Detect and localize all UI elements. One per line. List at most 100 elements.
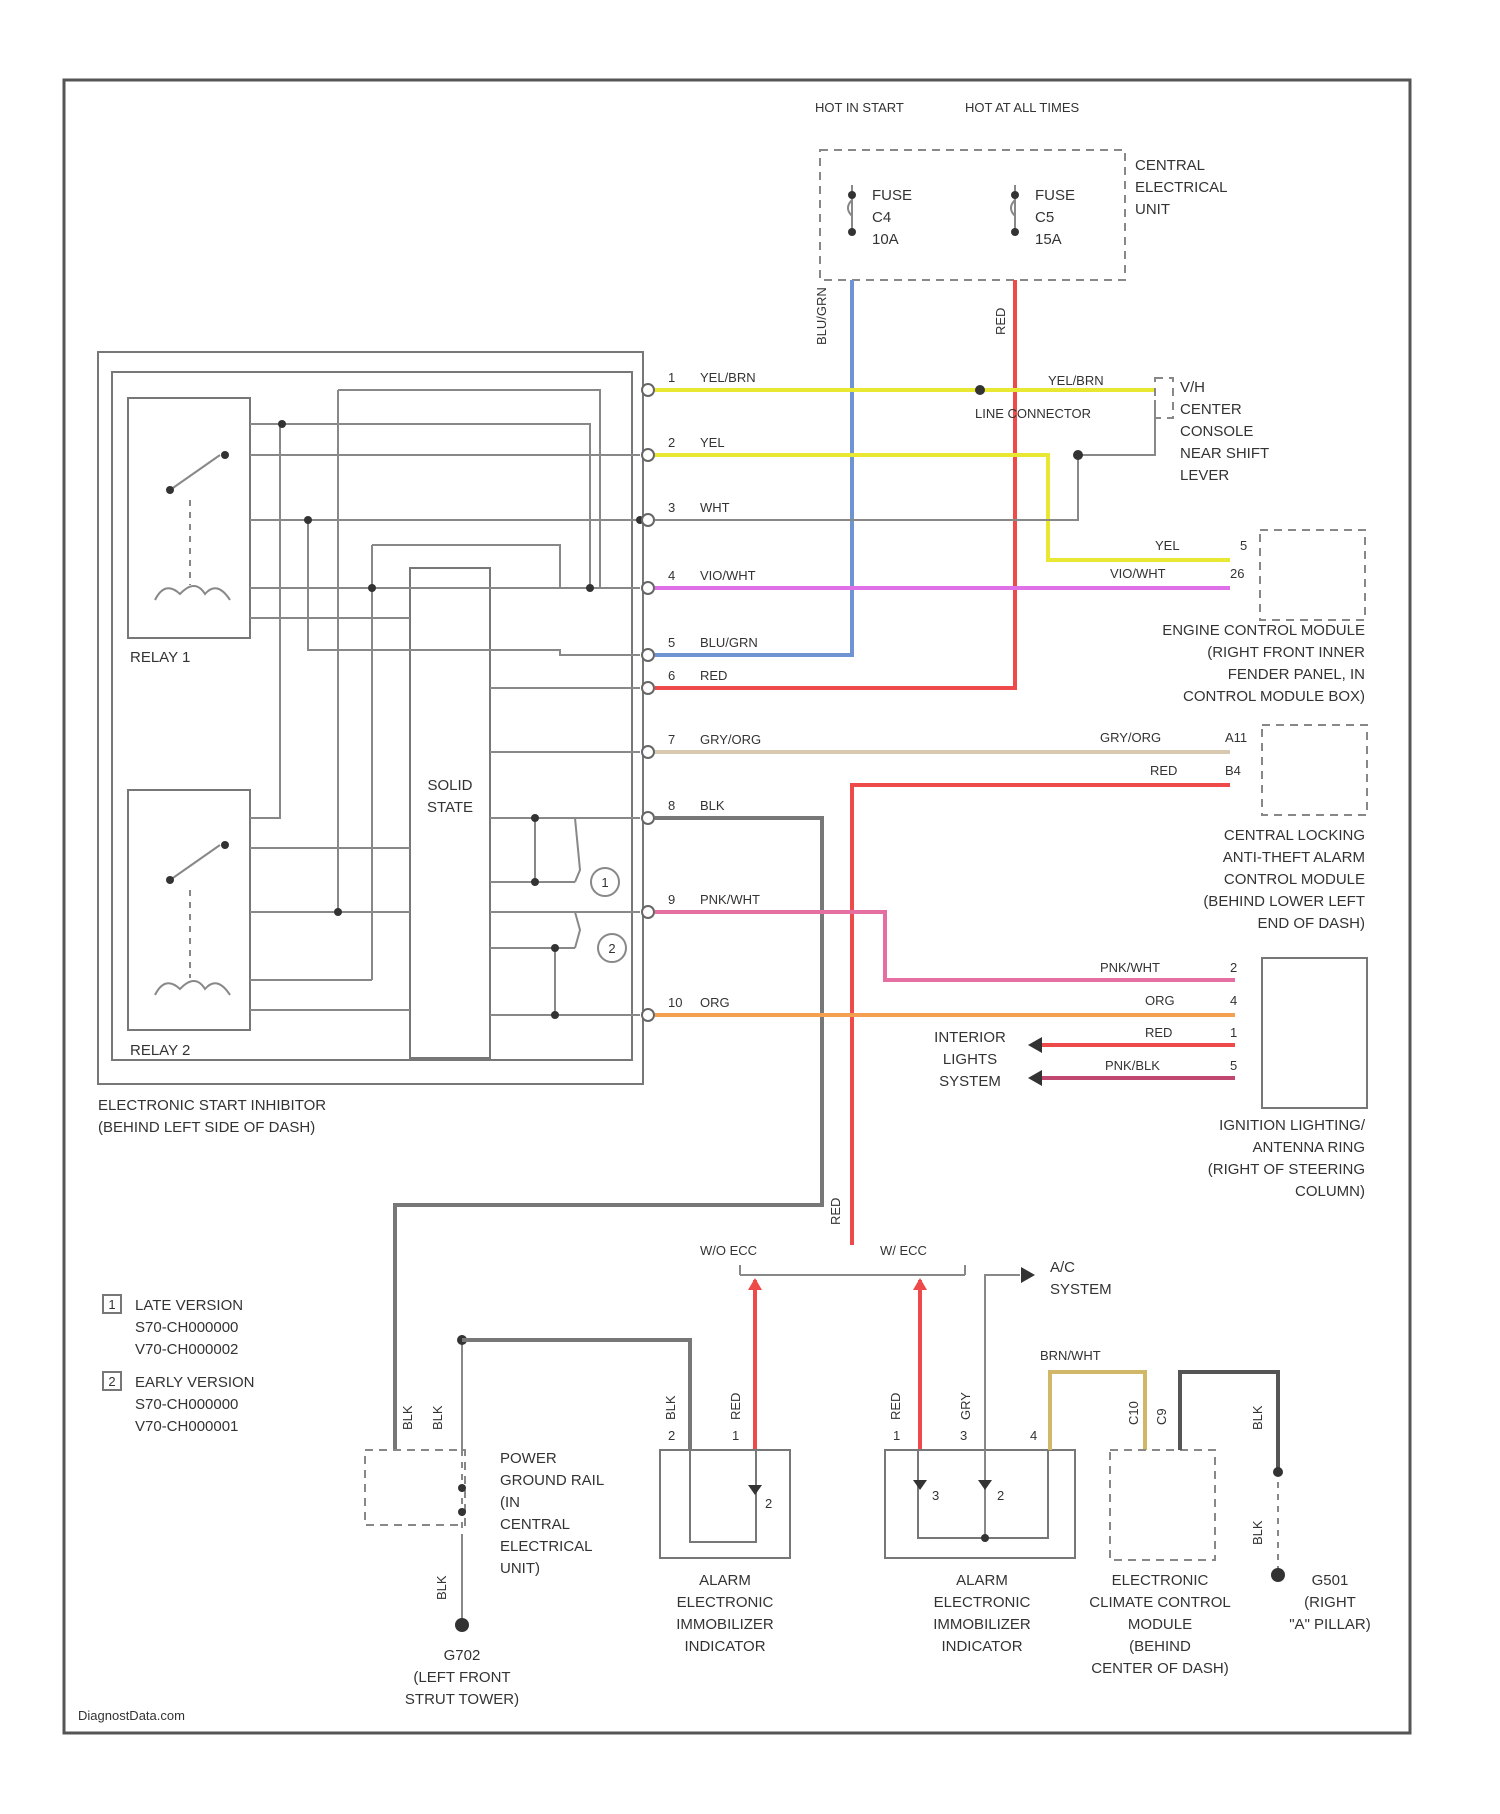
svg-text:1: 1 — [732, 1428, 739, 1443]
pin-number: 1 — [668, 370, 675, 385]
svg-text:2: 2 — [765, 1496, 772, 1511]
pin-number: 5 — [668, 635, 675, 650]
interior-arrow-1 — [1028, 1037, 1042, 1053]
power-ground-rail — [365, 1450, 465, 1525]
wire-pin2 — [655, 455, 1230, 560]
svg-text:RED: RED — [728, 1393, 743, 1420]
pin-number: 6 — [668, 668, 675, 683]
relay-2-label: RELAY 2 — [130, 1042, 190, 1059]
line-connector-label: LINE CONNECTOR — [975, 406, 1091, 421]
red-fuse-wire — [655, 280, 1015, 688]
connector-pin-10 — [642, 1009, 654, 1021]
immobilizer-indicator-2 — [885, 1450, 1075, 1558]
connector-pin-1 — [642, 384, 654, 396]
svg-text:ORG: ORG — [1145, 993, 1175, 1008]
connector-pin-5 — [642, 649, 654, 661]
relay-2 — [128, 790, 250, 1030]
svg-text:2: 2 — [997, 1488, 1004, 1503]
inhibitor-internal-wiring — [250, 390, 644, 1019]
svg-text:1: 1 — [893, 1428, 900, 1443]
splice-w-ecc: W/ ECC — [880, 1243, 927, 1258]
svg-text:RED: RED — [1145, 1025, 1172, 1040]
pin-wire-color-label: BLK — [700, 798, 725, 813]
splice-wo-ecc: W/O ECC — [700, 1243, 757, 1258]
central-locking-module: GRY/ORG A11 RED B4 CENTRAL LOCKINGANTI-T… — [1100, 725, 1367, 932]
svg-text:FUSEC515A: FUSEC515A — [1035, 187, 1075, 248]
engine-control-module: YEL 5 VIO/WHT 26 ENGINE CONTROL MODULE(R… — [1110, 530, 1365, 705]
hot-in-start-label: HOT IN START — [815, 100, 904, 115]
svg-text:YEL: YEL — [1155, 538, 1180, 553]
svg-text:A11: A11 — [1225, 730, 1247, 745]
svg-text:BLK: BLK — [400, 1405, 415, 1430]
g501-ground — [1271, 1568, 1285, 1582]
svg-text:BLK: BLK — [1250, 1405, 1265, 1430]
option-marker-2: 2 — [598, 934, 626, 962]
svg-text:BLK: BLK — [1250, 1520, 1265, 1545]
hot-at-all-times-label: HOT AT ALL TIMES — [965, 100, 1079, 115]
pin-wire-color-label: WHT — [700, 500, 730, 515]
svg-text:5: 5 — [1230, 1058, 1237, 1073]
pin-wire-color-label: VIO/WHT — [700, 568, 756, 583]
pin-number: 7 — [668, 732, 675, 747]
svg-text:C9: C9 — [1154, 1408, 1169, 1425]
pin-number: 4 — [668, 568, 675, 583]
svg-text:PNK/BLK: PNK/BLK — [1105, 1058, 1160, 1073]
pin-wire-color-label: ORG — [700, 995, 730, 1010]
svg-text:PNK/WHT: PNK/WHT — [1100, 960, 1160, 975]
connector-pin-9 — [642, 906, 654, 918]
svg-text:BLK: BLK — [430, 1405, 445, 1430]
pin-number: 2 — [668, 435, 675, 450]
svg-text:3: 3 — [932, 1488, 939, 1503]
g702-ground — [455, 1618, 469, 1632]
central-electrical-unit-box — [820, 150, 1125, 280]
red-vertical-label: RED — [828, 1198, 843, 1225]
svg-text:C10: C10 — [1126, 1401, 1141, 1425]
svg-text:GRY: GRY — [958, 1392, 973, 1420]
electronic-climate-control-module — [1110, 1450, 1215, 1560]
svg-text:1: 1 — [1230, 1025, 1237, 1040]
ring-caption: IGNITION LIGHTING/ANTENNA RING(RIGHT OF … — [1208, 1117, 1366, 1200]
svg-text:2: 2 — [608, 941, 615, 956]
svg-text:26: 26 — [1230, 566, 1244, 581]
inhibitor-box — [98, 352, 643, 1084]
blu-grn-riser-label: BLU/GRN — [814, 287, 829, 345]
svg-text:RED: RED — [1150, 763, 1177, 778]
svg-text:5: 5 — [1240, 538, 1247, 553]
svg-text:2: 2 — [668, 1428, 675, 1443]
pin-number: 3 — [668, 500, 675, 515]
connector-pin-7 — [642, 746, 654, 758]
red-riser-label: RED — [993, 308, 1008, 335]
watermark: DiagnostData.com — [78, 1708, 185, 1723]
svg-text:BLK: BLK — [663, 1395, 678, 1420]
connector-pin-8 — [642, 812, 654, 824]
svg-text:4: 4 — [1030, 1428, 1037, 1443]
connector-pin-2 — [642, 449, 654, 461]
pin-number: 9 — [668, 892, 675, 907]
relay-1-label: RELAY 1 — [130, 649, 190, 666]
interior-arrow-2 — [1028, 1070, 1042, 1086]
legend-early-version: EARLY VERSIONS70-CH000000V70-CH000001 — [135, 1374, 255, 1435]
pin-number: 8 — [668, 798, 675, 813]
pin-wire-color-label: RED — [700, 668, 727, 683]
svg-text:B4: B4 — [1225, 763, 1241, 778]
pin-number: 10 — [668, 995, 682, 1010]
svg-text:2: 2 — [108, 1374, 115, 1389]
option-marker-1: 1 — [591, 868, 619, 896]
line-connector-wire-label: YEL/BRN — [1048, 373, 1104, 388]
